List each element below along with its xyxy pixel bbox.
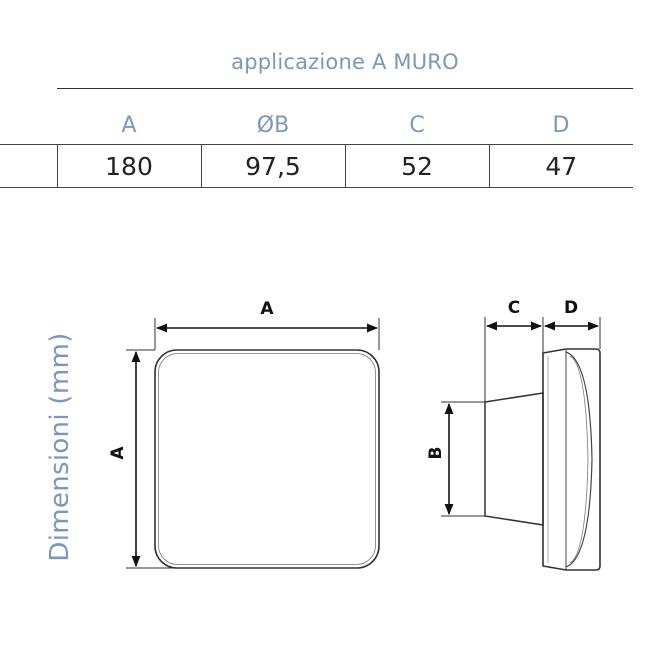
table-header-d: D: [552, 113, 570, 138]
side-diameter-label: B: [426, 447, 446, 460]
table-header-b: ØB: [256, 113, 290, 138]
side-c-label: C: [508, 298, 520, 318]
application-title: applicazione A MURO: [231, 50, 459, 74]
table-row: 180 97,5 52 47: [0, 144, 633, 188]
side-body-outer: [542, 348, 601, 571]
table-cell-spacer: [0, 144, 57, 188]
table-cell-d: 47: [488, 144, 633, 188]
table-header-a: A: [121, 113, 137, 138]
front-panel-outer: [154, 349, 380, 569]
table-header-c: C: [409, 113, 425, 138]
side-d-label: D: [564, 298, 578, 318]
dimensions-table: A ØB C D 180 97,5 52 47: [0, 107, 633, 188]
side-cover-curve-outer: [565, 351, 593, 568]
header-divider: [57, 88, 633, 89]
side-cover-curve-inner: [569, 355, 589, 564]
front-view: A A: [108, 299, 380, 569]
table-header-row: A ØB C D: [0, 107, 633, 145]
front-height-label: A: [108, 446, 128, 460]
table-cell-c: 52: [344, 144, 489, 188]
side-view: C D B: [426, 298, 601, 571]
table-cell-a: 180: [56, 144, 201, 188]
table-cell-b: 97,5: [200, 144, 345, 188]
front-width-label: A: [260, 299, 274, 319]
duct-spigot: [484, 392, 544, 526]
front-panel-inner: [158, 353, 376, 565]
